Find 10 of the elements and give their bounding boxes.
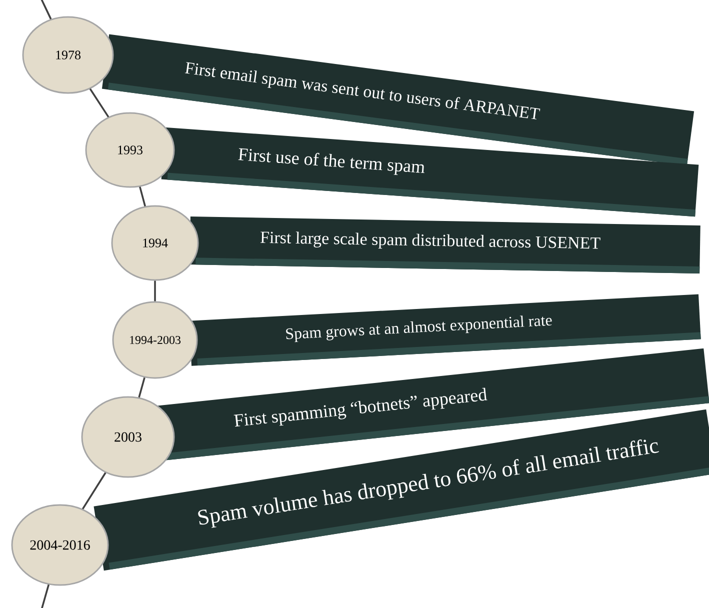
timeline-line <box>82 472 106 510</box>
timeline-bar: Spam grows at an almost exponential rate <box>189 294 701 366</box>
timeline-line <box>39 584 50 608</box>
timeline-line <box>154 280 156 302</box>
timeline-line <box>138 377 146 398</box>
timeline-bar: First large scale spam distributed across USENET <box>190 216 700 274</box>
timeline-line <box>89 88 110 118</box>
node-label: First email spam was sent out to users of ARPANET <box>184 62 540 120</box>
timeline-line <box>139 186 146 206</box>
timeline-bar: First use of the term spam <box>161 127 699 217</box>
